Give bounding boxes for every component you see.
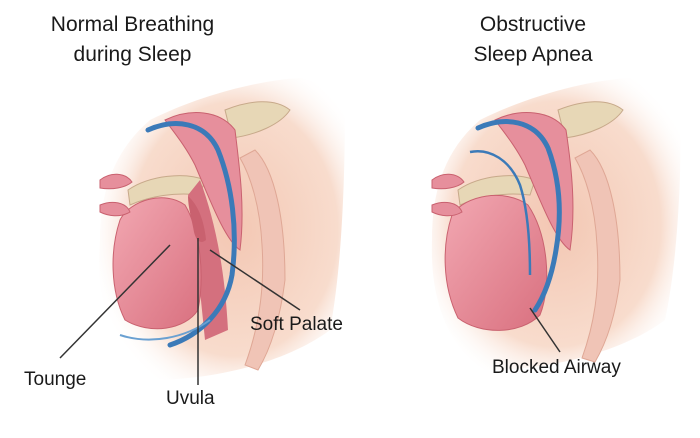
nasal-tissue-right bbox=[494, 112, 574, 251]
pointer-blocked-airway bbox=[529, 307, 561, 353]
blocked-airway-label: Blocked Airway bbox=[492, 357, 621, 378]
airflow-path-right bbox=[475, 119, 562, 313]
airflow-path-left bbox=[145, 121, 237, 348]
spine-right bbox=[574, 149, 621, 363]
soft-palate-left bbox=[188, 196, 206, 243]
normal-breathing-illustration bbox=[59, 78, 345, 385]
lower-airway-left bbox=[119, 319, 211, 341]
spine-left bbox=[239, 149, 286, 371]
soft-palate-label: Soft Palate bbox=[250, 314, 343, 335]
pointer-soft-palate bbox=[209, 249, 301, 311]
tongue-right bbox=[444, 194, 548, 331]
normal-breathing-title: Normal Breathing during Sleep bbox=[20, 10, 245, 70]
normal-title-line-1: Normal Breathing bbox=[50, 13, 215, 36]
tongue-left bbox=[112, 197, 202, 330]
nasal-bone-right bbox=[557, 101, 624, 139]
apnea-title-line-2: Sleep Apnea bbox=[473, 43, 593, 66]
sleep-apnea-illustration bbox=[431, 78, 681, 370]
apnea-title-line-1: Obstructive bbox=[479, 13, 587, 36]
normal-title-line-2: during Sleep bbox=[73, 43, 192, 66]
airflow-branch-right bbox=[469, 150, 532, 276]
nasal-bone-left bbox=[224, 101, 291, 139]
tongue-label: Tounge bbox=[24, 369, 87, 390]
nasal-tissue-left bbox=[164, 112, 243, 251]
sleep-apnea-title: Obstructive Sleep Apnea bbox=[438, 10, 628, 70]
pointer-tongue bbox=[59, 244, 171, 359]
uvula-label: Uvula bbox=[166, 388, 215, 409]
lips-left bbox=[99, 173, 133, 217]
lips-right bbox=[431, 173, 465, 217]
